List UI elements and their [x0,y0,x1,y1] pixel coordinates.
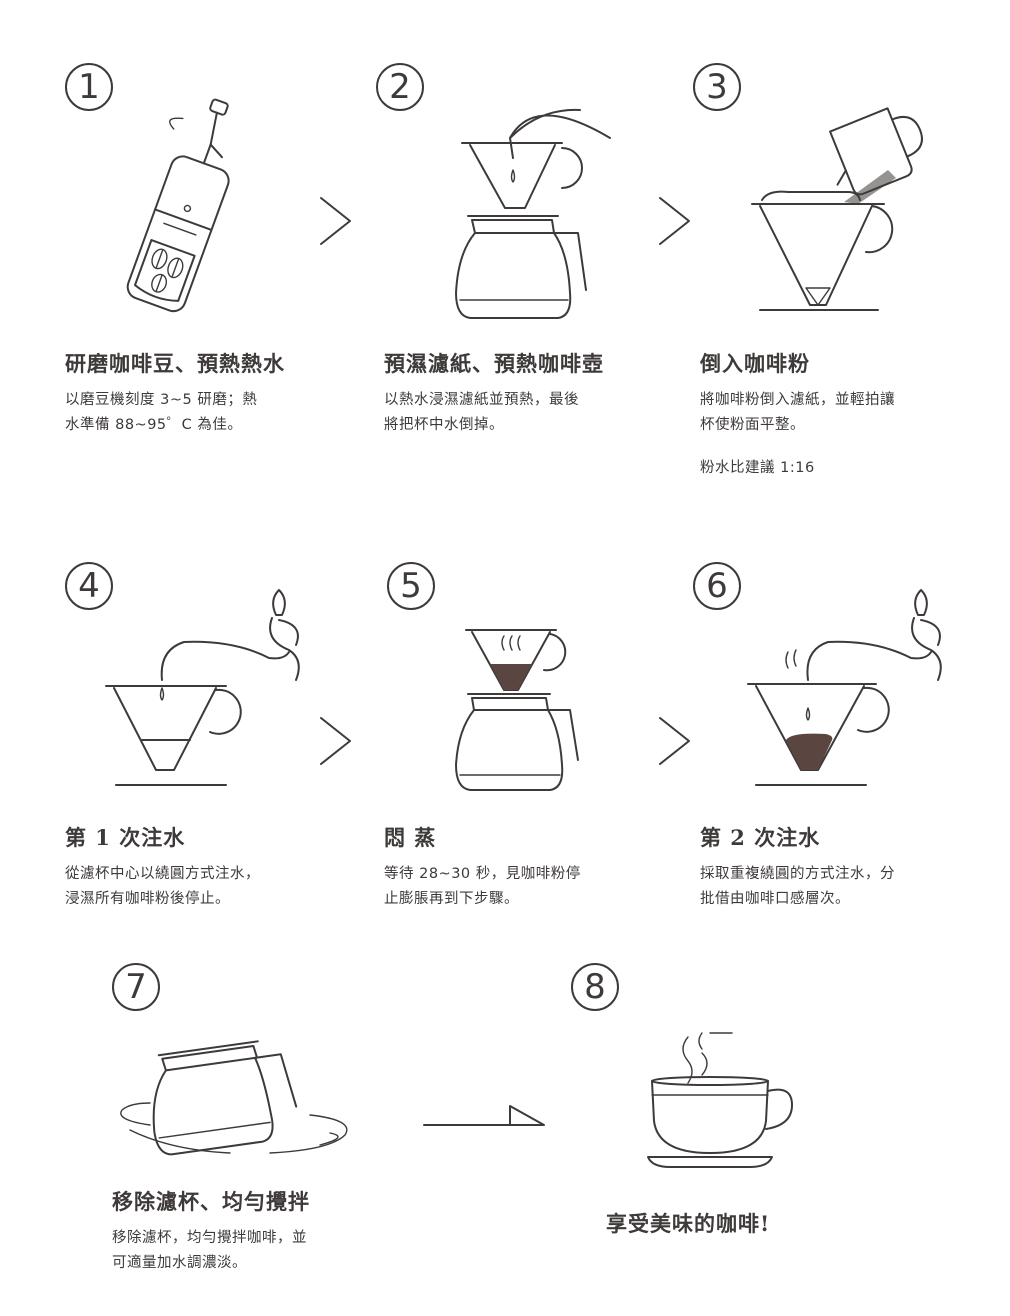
step-5-desc-line-2: 止膨脹再到下步驟。 [384,891,519,907]
step-3-ratio-note: 粉水比建議 1:16 [700,460,815,476]
step-3-desc-line-2: 杯使粉面平整。 [700,417,805,433]
step-3-desc-line-1: 將咖啡粉倒入濾紙，並輕拍讓 [700,392,895,408]
dripper-powder-icon [751,107,923,311]
step-2-desc-line-2: 將把杯中水倒掉。 [384,417,504,433]
step-6-desc-line-2: 批借由咖啡口感層次。 [700,891,850,907]
bloom-dripper-icon [455,629,579,791]
step-6-title: 第 2 次注水 [700,825,821,850]
step-2-desc-line-1: 以熱水浸濕濾紙並預熱，最後 [384,392,579,408]
step-7-desc-line-1: 移除濾杯，均勻攪拌咖啡，並 [112,1230,307,1246]
step-3-number: 3 [693,63,741,111]
step-5-desc-line-1: 等待 28~30 秒，見咖啡粉停 [384,866,581,882]
chevron-right-icon [659,197,690,245]
hand-grinder-icon [126,98,230,313]
step-5-number: 5 [387,562,435,610]
step-7-desc-line-2: 可適量加水調濃淡。 [112,1255,247,1271]
step-5-title: 悶 蒸 [384,825,437,850]
step-6-number: 6 [693,562,741,610]
chevron-right-icon [659,717,690,765]
step-4-title: 第 1 次注水 [65,825,186,850]
long-arrow-right-icon [423,1105,545,1126]
step-2-title: 預濕濾紙、預熱咖啡壺 [384,351,604,376]
kettle-pour-icon [105,589,300,786]
step-7-number: 7 [112,963,160,1011]
step-6-desc-line-1: 採取重複繞圓的方式注水，分 [700,866,895,882]
step-7-title: 移除濾杯、均勻攪拌 [112,1189,310,1214]
chevron-right-icon [320,717,351,765]
step-1-title: 研磨咖啡豆、預熱熱水 [65,351,285,376]
swirl-server-icon [120,1040,348,1156]
step-2-number: 2 [376,63,424,111]
step-1-number: 1 [65,63,113,111]
step-8-title: 享受美味的咖啡! [606,1211,771,1236]
step-3-title: 倒入咖啡粉 [700,351,810,376]
step-4-desc-line-1: 從濾杯中心以繞圓方式注水， [65,866,260,882]
dripper-server-icon [455,108,611,319]
step-1-desc-line-1: 以磨豆機刻度 3~5 研磨；熱 [65,392,258,408]
step-8-number: 8 [571,963,619,1011]
step-4-number: 4 [65,562,113,610]
coffee-cup-icon [647,1032,793,1168]
kettle-pour-second-icon [747,589,942,786]
chevron-right-icon [320,197,351,245]
step-1-desc-line-2: 水準備 88~95゜C 為佳。 [65,417,243,433]
step-4-desc-line-2: 浸濕所有咖啡粉後停止。 [65,891,230,907]
